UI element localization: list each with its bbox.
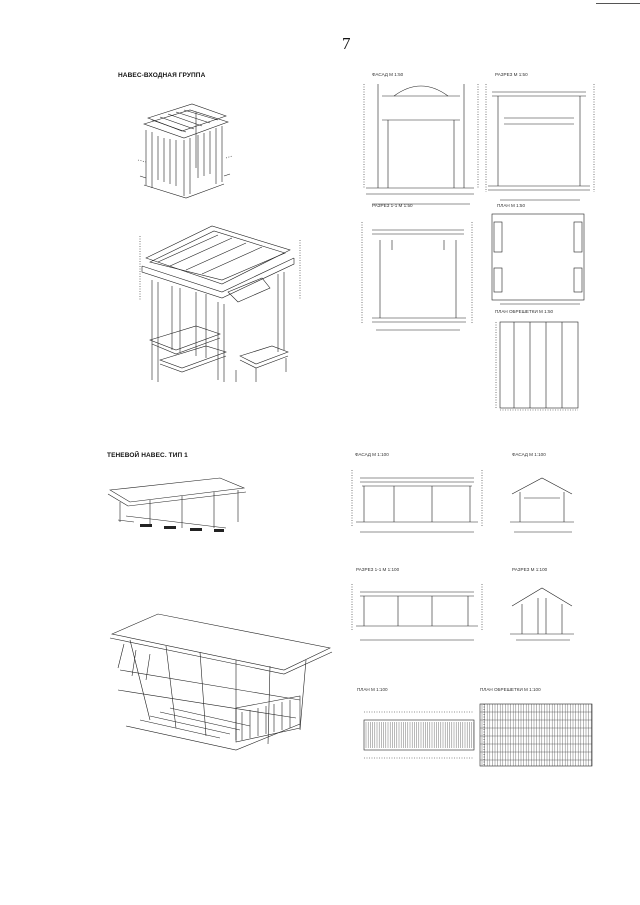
facade-1-50-drawing — [363, 84, 479, 205]
entrance-canopy-exploded — [139, 225, 301, 382]
section-11-1-100-drawing — [351, 584, 483, 641]
plan-1-100-drawing — [363, 711, 475, 759]
shade-canopy-axonometric-1 — [107, 477, 247, 532]
label-plan-1-50: ПЛАН М 1:50 — [497, 203, 526, 208]
shade-canopy-axonometric-2 — [109, 613, 333, 751]
lathing-plan-1-100-drawing — [479, 703, 593, 767]
label-lathing-plan-1-100: ПЛАН ОБРЕШЕТКИ М 1:100 — [480, 687, 541, 692]
facade-1-100-drawing-a — [351, 470, 483, 533]
lathing-plan-1-50-drawing — [495, 321, 579, 411]
label-lathing-plan-1-50: ПЛАН ОБРЕШЕТКИ М 1:50 — [495, 309, 554, 314]
label-facade-1-50: ФАСАД М 1:50 — [372, 72, 404, 77]
facade-1-100-drawing-b — [510, 477, 574, 533]
section-title-entrance-canopy: НАВЕС-ВХОДНАЯ ГРУППА — [118, 72, 206, 79]
page-edge-line — [596, 3, 640, 4]
section-title-shade-canopy: ТЕНЕВОЙ НАВЕС. ТИП 1 — [107, 452, 188, 459]
plan-1-50-drawing — [491, 213, 585, 305]
label-section-1-100: РАЗРЕЗ М 1:100 — [512, 567, 548, 572]
label-facade-1-100-b: ФАСАД М 1:100 — [512, 452, 546, 457]
label-facade-1-100-a: ФАСАД М 1:100 — [355, 452, 389, 457]
section-11-1-50-drawing — [361, 222, 473, 331]
label-section-11-1-100: РАЗРЕЗ 1-1 М 1:100 — [356, 567, 400, 572]
label-section-11-1-50: РАЗРЕЗ 1-1 М 1:50 — [372, 203, 413, 208]
generated-hatching — [365, 704, 592, 766]
page-number: 7 — [342, 34, 351, 53]
section-1-100-drawing — [510, 587, 574, 641]
label-plan-1-100: ПЛАН М 1:100 — [357, 687, 388, 692]
entrance-canopy-axonometric-1 — [137, 103, 233, 199]
section-1-50-drawing — [485, 84, 595, 201]
label-section-1-50: РАЗРЕЗ М 1:50 — [495, 72, 528, 77]
